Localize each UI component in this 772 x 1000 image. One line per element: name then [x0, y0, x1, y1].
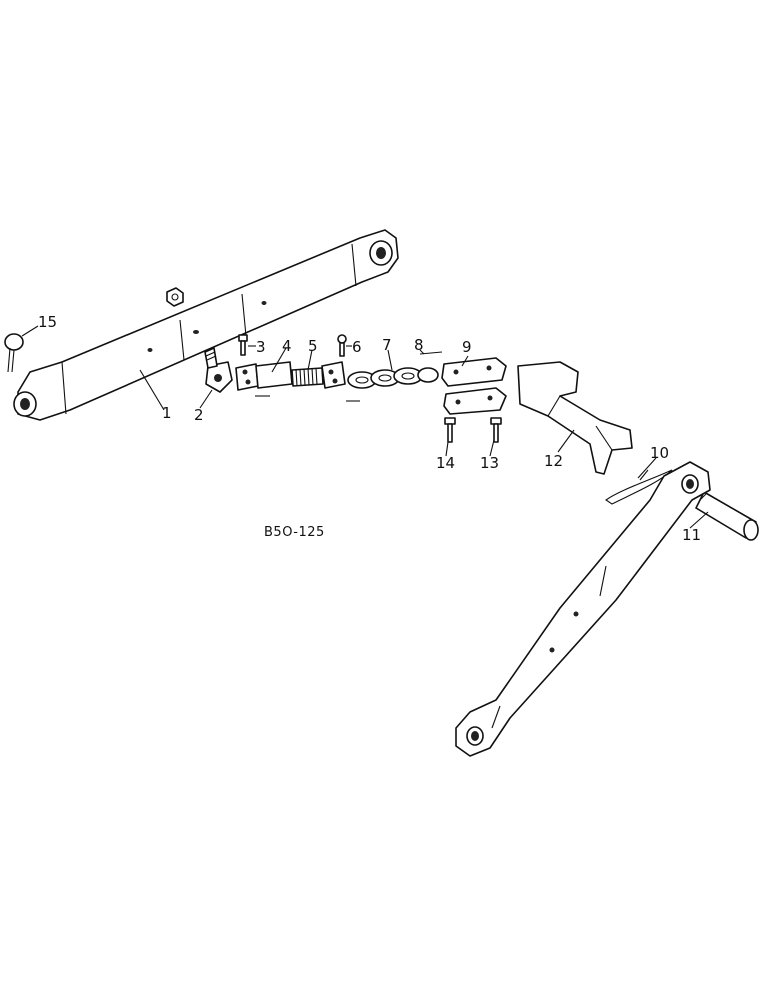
callout-6: 6	[352, 338, 362, 356]
chain	[347, 367, 439, 389]
bracket-plates	[441, 357, 507, 415]
bolt-13	[490, 417, 502, 443]
leader-lines	[21, 325, 709, 529]
swivel-eye	[204, 347, 233, 393]
hex-nut	[166, 287, 184, 307]
bolt-6	[337, 334, 347, 357]
linch-pin	[4, 333, 24, 373]
spring-clip	[605, 469, 673, 505]
lower-link-right	[455, 461, 711, 757]
callout-8: 8	[414, 336, 424, 354]
callout-14: 14	[436, 454, 455, 472]
lower-link-left	[13, 229, 399, 421]
mounting-bracket	[517, 361, 633, 475]
link-pin	[695, 491, 759, 541]
callout-7: 7	[382, 336, 392, 354]
callout-5: 5	[308, 337, 318, 355]
figure-reference: B5O-125	[264, 525, 325, 540]
clevis-right	[321, 361, 360, 402]
bolt-3	[238, 334, 248, 356]
callout-2: 2	[194, 406, 204, 424]
callout-9: 9	[462, 338, 472, 356]
callout-10: 10	[650, 444, 669, 462]
callout-4: 4	[282, 337, 292, 355]
callout-12: 12	[544, 452, 563, 470]
callout-13: 13	[480, 454, 499, 472]
callout-15: 15	[38, 313, 57, 331]
callout-3: 3	[256, 338, 266, 356]
bolt-14	[444, 417, 456, 443]
callout-11: 11	[682, 526, 701, 544]
threaded-adjuster	[291, 367, 324, 387]
clevis-block	[235, 361, 293, 397]
callout-1: 1	[162, 404, 172, 422]
